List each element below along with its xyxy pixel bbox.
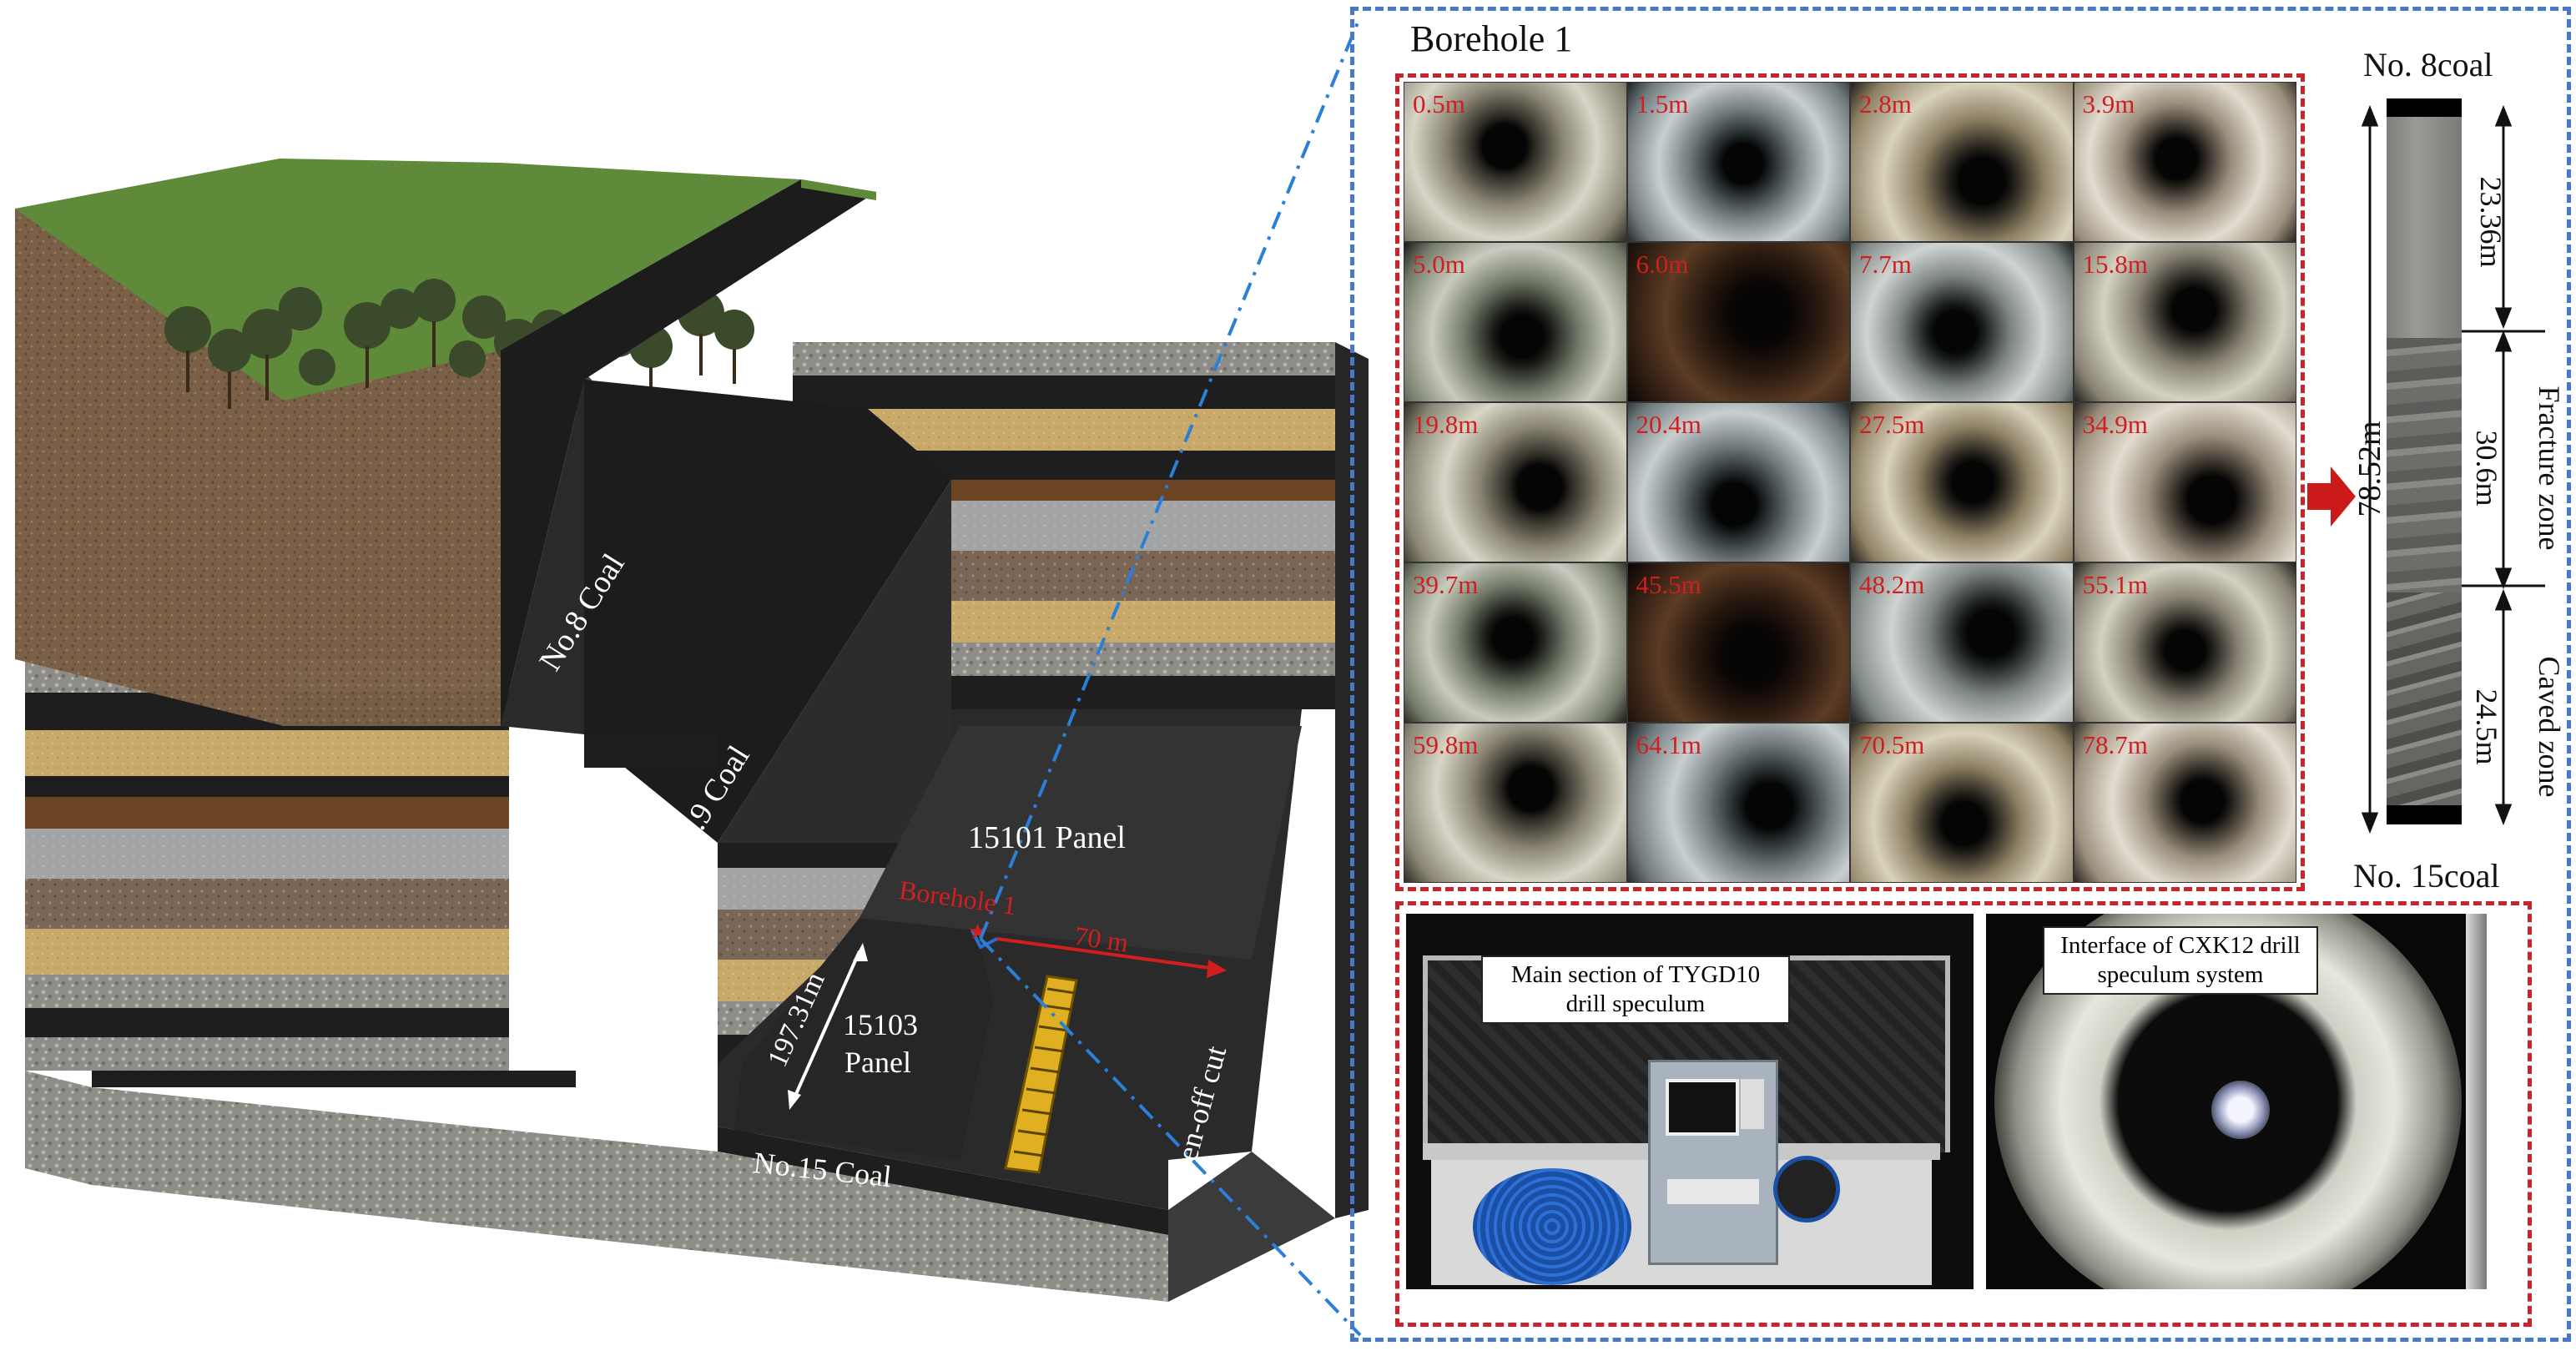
depth-label: 20.4m	[1636, 410, 1701, 439]
borehole-image: 2.8m	[1850, 82, 2074, 242]
projection-line-upper	[979, 16, 1362, 940]
borehole-image: 34.9m	[2073, 402, 2296, 562]
core-segment-3-label: 24.5m	[2470, 688, 2503, 765]
depth-label: 5.0m	[1413, 250, 1465, 279]
borehole-image: 3.9m	[2073, 82, 2296, 242]
depth-label: 0.5m	[1413, 89, 1465, 118]
core-segment-2-label: 30.6m	[2470, 430, 2503, 507]
borehole-image: 64.1m	[1626, 723, 1850, 883]
panel-15103-label-1: 15103	[843, 1008, 918, 1041]
depth-label: 19.8m	[1413, 410, 1479, 439]
offset-label: 70 m	[1072, 920, 1131, 958]
geological-block-model: ★	[15, 16, 1369, 1337]
core-bottom-label: No. 15coal	[2353, 857, 2500, 895]
bottom-layers	[25, 1071, 1335, 1302]
depth-label: 15.8m	[2082, 250, 2148, 279]
depth-label: 27.5m	[1859, 410, 1925, 439]
depth-label: 45.5m	[1636, 570, 1701, 599]
core-segment-2-zone: Fracture zone	[2533, 386, 2566, 551]
borehole-image-grid: 0.5m 1.5m 2.8m 3.9m 5.0m 6.0m 7.7m 15.8m 19.8m 20…	[1404, 82, 2296, 883]
borehole-panel-title: Borehole 1	[1410, 18, 1573, 59]
cxk12-caption: Interface of CXK12 drill speculum system	[2043, 926, 2318, 995]
borehole-image: 15.8m	[2073, 242, 2296, 402]
core-column	[2387, 98, 2462, 824]
depth-label: 34.9m	[2082, 410, 2148, 439]
depth-label: 7.7m	[1859, 250, 1912, 279]
core-total-label: 78.52m	[2352, 421, 2387, 517]
equipment-frame	[1395, 901, 2532, 1327]
borehole-image: 1.5m	[1626, 82, 1850, 242]
core-segment-3-zone: Caved zone	[2533, 656, 2566, 798]
borehole-image: 5.0m	[1404, 242, 1627, 402]
depth-label: 3.9m	[2082, 89, 2135, 118]
panel-15101	[860, 726, 1302, 960]
borehole-images-frame	[1395, 73, 2305, 891]
panel-15103	[734, 918, 993, 1160]
borehole-image: 70.5m	[1850, 723, 2074, 883]
detail-frame	[1350, 7, 2571, 1342]
depth-label: 78.7m	[2082, 730, 2148, 759]
coal-9-slope	[584, 380, 951, 843]
depth-label: 48.2m	[1859, 570, 1925, 599]
depth-label: 64.1m	[1636, 730, 1701, 759]
depth-label: 70.5m	[1859, 730, 1925, 759]
core-top-label: No. 8coal	[2363, 46, 2493, 83]
depth-label: 59.8m	[1413, 730, 1479, 759]
borehole-image: 59.8m	[1404, 723, 1627, 883]
depth-label: 39.7m	[1413, 570, 1479, 599]
depth-label: 2.8m	[1859, 89, 1912, 118]
borehole-image: 55.1m	[2073, 562, 2296, 723]
right-block-layers	[793, 342, 1369, 1218]
coal-8-slope	[501, 179, 876, 726]
tygd10-caption: Main section of TYGD10 drill speculum	[1481, 955, 1790, 1024]
depth-label: 1.5m	[1636, 89, 1689, 118]
borehole-image: 48.2m	[1850, 562, 2074, 723]
borehole-image: 19.8m	[1404, 402, 1627, 562]
depth-label: 55.1m	[2082, 570, 2148, 599]
panel-15101-label: 15101 Panel	[968, 820, 1126, 855]
right-arrow-icon	[2307, 466, 2356, 527]
borehole-image: 27.5m	[1850, 402, 2074, 562]
borehole-image: 45.5m	[1626, 562, 1850, 723]
core-segment-1-label: 23.36m	[2474, 176, 2508, 268]
panel-15103-label-2: Panel	[844, 1046, 911, 1079]
borehole-image: 6.0m	[1626, 242, 1850, 402]
projection-line-lower	[979, 937, 1362, 1337]
offset-arrow	[996, 937, 1227, 978]
borehole-image: 39.7m	[1404, 562, 1627, 723]
depth-label: 6.0m	[1636, 250, 1689, 279]
borehole-image: 0.5m	[1404, 82, 1627, 242]
panel-length-arrow	[788, 943, 868, 1110]
borehole-image: 20.4m	[1626, 402, 1850, 562]
borehole-image: 7.7m	[1850, 242, 2074, 402]
borehole-image: 78.7m	[2073, 723, 2296, 883]
hydraulic-support	[1004, 975, 1078, 1174]
core-dimension-lines	[2361, 104, 2545, 834]
soil-side-face	[284, 350, 501, 726]
